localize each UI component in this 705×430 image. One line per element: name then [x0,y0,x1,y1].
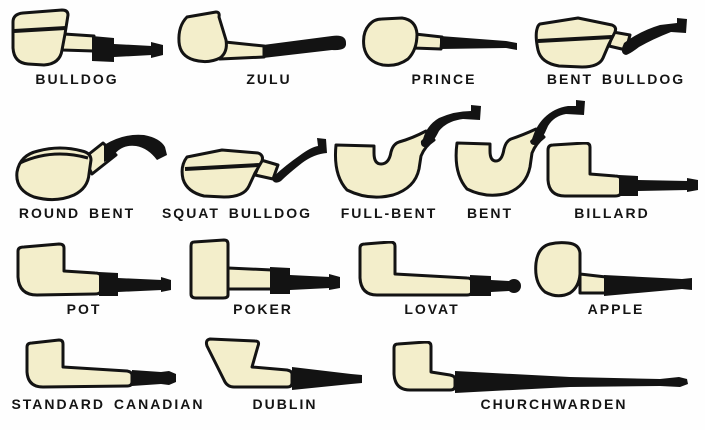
lovat-label: LOVAT [404,301,460,317]
pot-label: POT [66,301,102,317]
dublin-label: DUBLIN [252,396,318,412]
standard-canadian-label: STANDARD CANADIAN [11,396,205,412]
bent-bulldog-label: BENT BULLDOG [546,71,686,87]
poker-pipe-illustration [189,238,340,300]
standard-canadian-pipe-illustration [25,338,176,389]
apple-pipe-illustration [534,241,692,298]
churchwarden-pipe-illustration [392,341,688,393]
zulu-label: ZULU [246,71,292,87]
billard-label: BILLARD [574,205,650,221]
squat-bulldog-label: SQUAT BULLDOG [161,205,313,221]
squat-bulldog-pipe-illustration [180,138,327,199]
round-bent-pipe-illustration [15,134,167,202]
lovat-pipe-illustration [358,241,521,297]
billard-pipe-illustration [546,142,698,198]
apple-label: APPLE [587,301,645,317]
full-bent-pipe-illustration [334,105,481,199]
full-bent-label: FULL-BENT [340,205,438,221]
churchwarden-label: CHURCHWARDEN [480,396,628,412]
bulldog-pipe-illustration [11,8,163,67]
round-bent-label: ROUND BENT [18,205,136,221]
bent-pipe-illustration [454,100,585,197]
bent-label: BENT [466,205,514,221]
bulldog-label: BULLDOG [35,71,119,87]
zulu-pipe-illustration [177,10,347,64]
poker-label: POKER [233,301,293,317]
bent-bulldog-pipe-illustration [534,16,687,69]
prince-label: PRINCE [411,71,477,87]
pot-pipe-illustration [16,242,171,297]
prince-pipe-illustration [362,16,517,67]
dublin-pipe-illustration [204,337,362,390]
